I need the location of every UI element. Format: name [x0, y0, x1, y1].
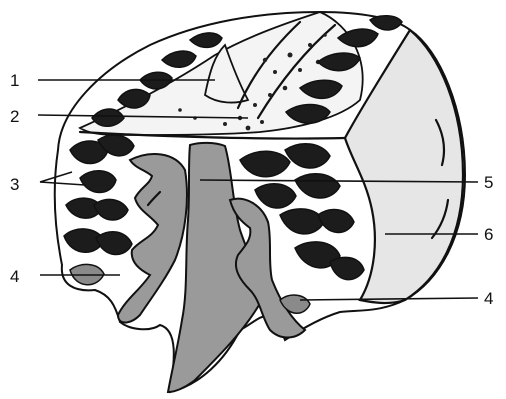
label-5: 5 [484, 173, 493, 192]
label-3: 3 [10, 175, 19, 194]
label-1: 1 [10, 71, 19, 90]
label-2: 2 [10, 107, 19, 126]
label-4-left: 4 [10, 267, 19, 286]
label-4-right: 4 [484, 289, 493, 308]
label-6: 6 [484, 225, 493, 244]
